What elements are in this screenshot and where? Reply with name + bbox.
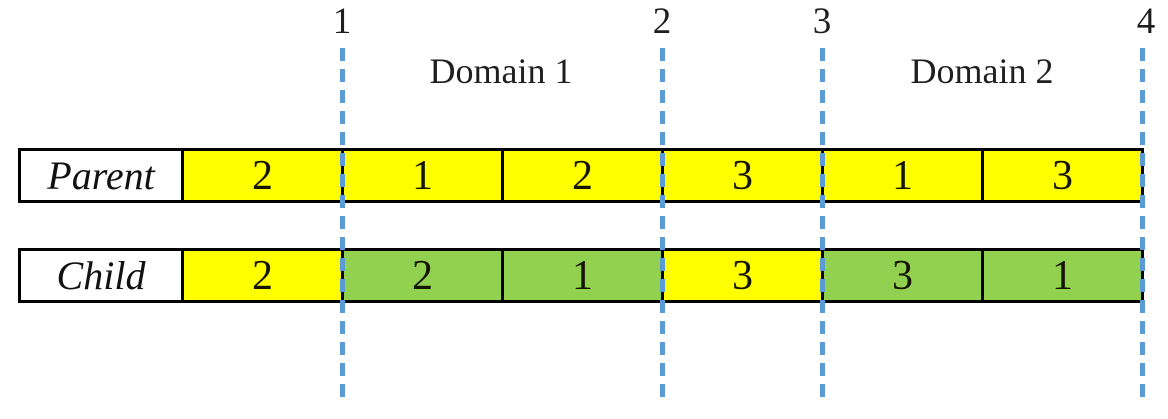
- child-cell-2: 2: [341, 248, 504, 303]
- domain-1-label: Domain 1: [429, 51, 573, 91]
- child-row: Child 2 2 1 3 3 1: [18, 248, 1144, 303]
- child-cell-6: 1: [981, 248, 1144, 303]
- parent-row: Parent 2 1 2 3 1 3: [18, 148, 1144, 203]
- cut-line-4-icon: [1140, 48, 1145, 397]
- child-row-label: Child: [18, 248, 184, 303]
- parent-cell-3: 2: [501, 148, 664, 203]
- child-cell-4: 3: [661, 248, 824, 303]
- cut-label-4: 4: [1136, 1, 1156, 42]
- child-cell-5: 3: [821, 248, 984, 303]
- cut-label-3: 3: [812, 1, 832, 42]
- parent-cell-5: 1: [821, 148, 984, 203]
- cut-line-1-icon: [340, 48, 345, 397]
- parent-cell-4: 3: [661, 148, 824, 203]
- domain-2-label: Domain 2: [910, 51, 1054, 91]
- parent-row-label: Parent: [18, 148, 184, 203]
- parent-cell-6: 3: [981, 148, 1144, 203]
- cut-line-2-icon: [660, 48, 665, 397]
- cut-line-3-icon: [820, 48, 825, 397]
- child-cell-3: 1: [501, 248, 664, 303]
- cut-label-2: 2: [652, 1, 672, 42]
- parent-cell-1: 2: [181, 148, 344, 203]
- parent-cell-2: 1: [341, 148, 504, 203]
- child-cell-1: 2: [181, 248, 344, 303]
- cut-label-1: 1: [332, 1, 352, 42]
